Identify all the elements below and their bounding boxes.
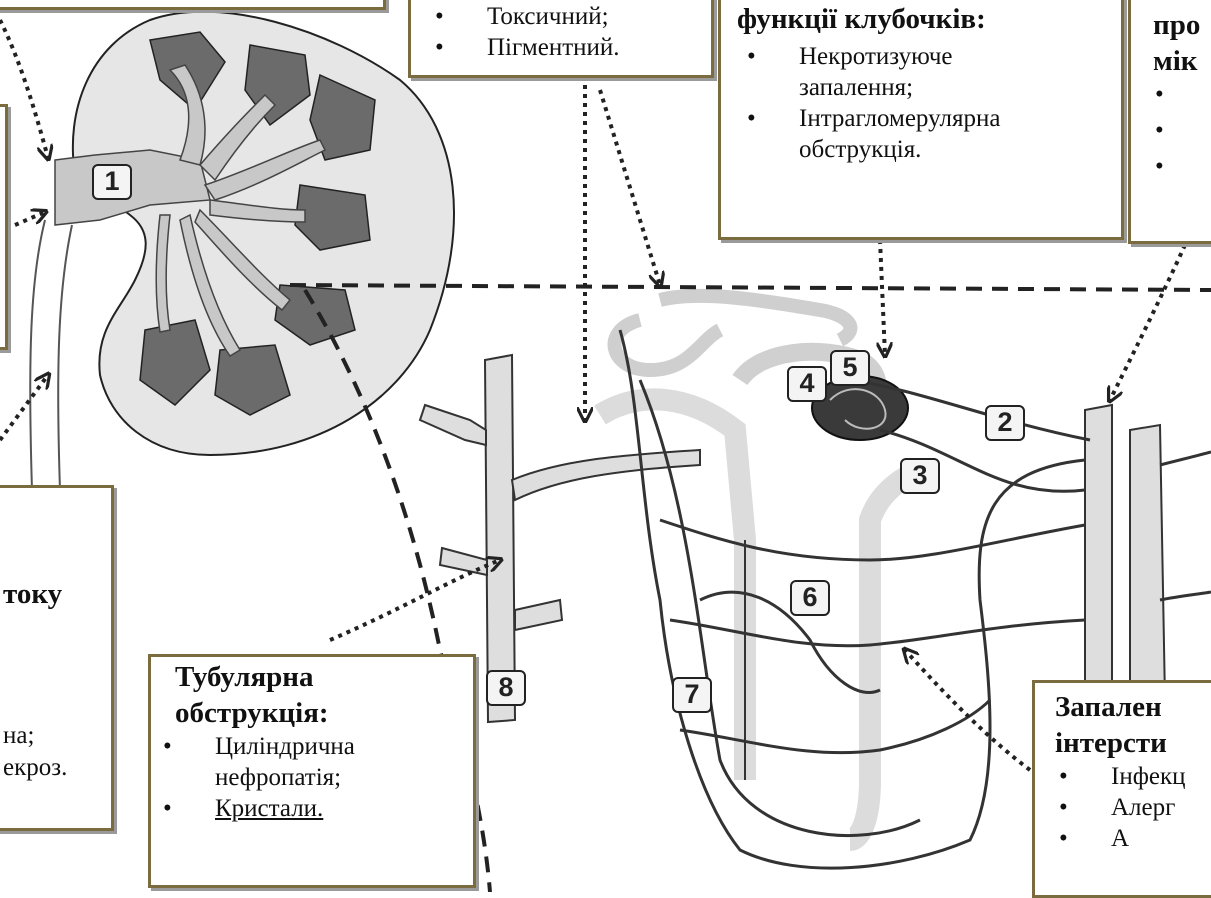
box-top-left — [0, 0, 386, 10]
tubular-item-1: Циліндрична нефропатія; — [215, 731, 415, 793]
interstitium-item-3: А — [1111, 823, 1211, 854]
box-top-right: про мік — [1128, 0, 1211, 244]
outflow-title: току — [0, 488, 111, 612]
box-left-middle — [0, 104, 8, 350]
outflow-item-2: екроз. — [0, 752, 111, 784]
label-5: 5 — [830, 350, 870, 386]
label-4: 4 — [787, 366, 827, 402]
label-6: 6 — [790, 580, 830, 616]
top-right-item-1 — [1207, 79, 1211, 115]
label-3: 3 — [900, 458, 940, 494]
label-7: 7 — [672, 677, 712, 713]
toxic-item-1: Токсичний; — [487, 1, 711, 32]
box-outflow: току на; екроз. — [0, 485, 114, 831]
renal-vessels — [420, 355, 1165, 722]
interstitium-title-2: інтерсти — [1035, 725, 1211, 761]
top-right-title-2: мік — [1131, 43, 1211, 79]
interstitium-item-2: Алерг — [1111, 792, 1211, 823]
tubular-title-1: Тубулярна — [151, 657, 473, 695]
box-toxic: Токсичний; Пігментний. — [408, 0, 714, 78]
outflow-item-1: на; — [0, 720, 111, 752]
interstitium-item-1: Інфекц — [1111, 761, 1211, 792]
top-right-item-2 — [1207, 115, 1211, 151]
label-2: 2 — [985, 405, 1025, 441]
label-1: 1 — [92, 164, 132, 200]
tubular-item-2: Кристали. — [215, 793, 473, 824]
top-right-item-3 — [1207, 151, 1211, 187]
glomeruli-item-1: Некротизуюче запалення; — [799, 41, 1039, 103]
nephron-tubules — [600, 296, 930, 840]
label-8: 8 — [486, 670, 526, 706]
box-tubular: Тубулярна обструкція: Циліндрична нефроп… — [148, 654, 476, 888]
interstitium-title-1: Запален — [1035, 683, 1211, 725]
toxic-item-2: Пігментний. — [487, 32, 711, 63]
box-glomeruli: функції клубочків: Некротизуюче запаленн… — [718, 0, 1124, 240]
tubular-title-2: обструкція: — [151, 695, 473, 731]
glomeruli-item-2: Інтрагломерулярна обструкція. — [799, 103, 1099, 165]
glomeruli-title: функції клубочків: — [721, 0, 1121, 37]
top-right-title-1: про — [1131, 0, 1211, 43]
box-interstitium: Запален інтерсти Інфекц Алерг А — [1032, 680, 1211, 898]
ureter — [30, 220, 72, 490]
